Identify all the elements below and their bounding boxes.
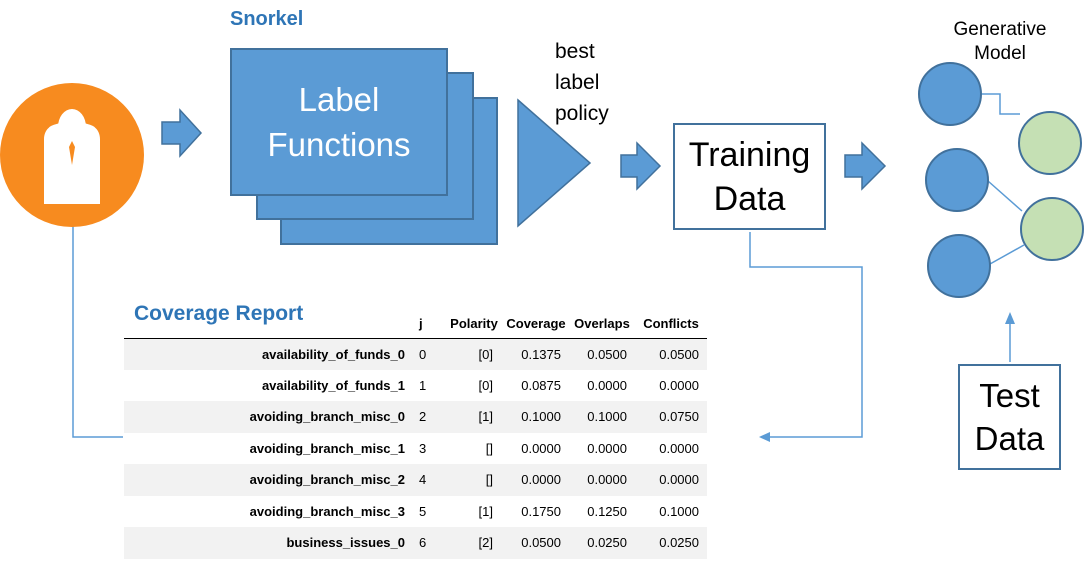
table-row: avoiding_branch_misc_3 5 [1] 0.1750 0.12… xyxy=(124,496,707,528)
expert-label: EXPERT xyxy=(52,164,92,174)
row-name: availability_of_funds_0 xyxy=(261,346,405,362)
test-data-line-2: Data xyxy=(974,420,1045,457)
row-conflicts: 0.0750 xyxy=(659,409,699,425)
coverage-report-table: j Polarity Coverage Overlaps Conflicts a… xyxy=(124,308,707,559)
row-overlaps: 0.0250 xyxy=(587,535,627,551)
header-polarity: Polarity xyxy=(450,315,498,331)
row-conflicts: 0.1000 xyxy=(659,503,699,519)
row-name: availability_of_funds_1 xyxy=(261,377,405,393)
policy-line-1: best xyxy=(555,40,595,63)
model-node-green-2 xyxy=(1020,197,1084,261)
test-data-line-1: Test xyxy=(979,377,1040,414)
coverage-report-title: Coverage Report xyxy=(134,302,304,325)
row-polarity: [0] xyxy=(478,346,493,362)
row-j: 5 xyxy=(419,503,427,519)
person-icon xyxy=(44,109,100,204)
row-name: avoiding_branch_misc_1 xyxy=(249,440,405,456)
row-conflicts: 0.0000 xyxy=(659,377,699,393)
row-name: avoiding_branch_misc_2 xyxy=(249,472,405,488)
coverage-header-row: j Polarity Coverage Overlaps Conflicts xyxy=(124,308,707,338)
header-conflicts: Conflicts xyxy=(643,315,699,331)
model-edge-1 xyxy=(982,93,1020,115)
row-polarity: [] xyxy=(485,472,493,488)
row-overlaps: 0.0000 xyxy=(587,440,627,456)
row-name: avoiding_branch_misc_0 xyxy=(249,409,405,425)
header-overlaps: Overlaps xyxy=(574,315,630,331)
training-data-box: Training Data xyxy=(673,123,826,230)
table-row: avoiding_branch_misc_0 2 [1] 0.1000 0.10… xyxy=(124,401,707,433)
row-j: 3 xyxy=(419,440,427,456)
row-conflicts: 0.0500 xyxy=(659,346,699,362)
best-label-policy-text: best label policy xyxy=(555,36,609,129)
training-data-line-2: Data xyxy=(713,179,786,218)
row-coverage: 0.0500 xyxy=(521,535,561,551)
table-row: business_issues_0 6 [2] 0.0500 0.0250 0.… xyxy=(124,527,707,559)
row-overlaps: 0.0000 xyxy=(587,472,627,488)
row-name: avoiding_branch_misc_3 xyxy=(249,503,405,519)
row-polarity: [1] xyxy=(478,409,493,425)
row-conflicts: 0.0000 xyxy=(659,472,699,488)
label-functions-card: Label Functions xyxy=(230,48,448,196)
arrow-expert-to-functions xyxy=(161,108,203,158)
table-row: avoiding_branch_misc_1 3 [] 0.0000 0.000… xyxy=(124,433,707,465)
row-polarity: [2] xyxy=(478,535,493,551)
row-conflicts: 0.0250 xyxy=(659,535,699,551)
test-data-box: Test Data xyxy=(958,364,1061,470)
label-functions-line-2: Functions xyxy=(267,126,411,163)
arrow-training-to-model xyxy=(844,141,887,191)
row-polarity: [0] xyxy=(478,377,493,393)
row-coverage: 0.0000 xyxy=(521,440,561,456)
generative-model-title: Generative Model xyxy=(940,18,1060,66)
label-functions-line-1: Label xyxy=(298,81,380,118)
connector-training-to-report xyxy=(749,232,863,438)
policy-line-2: label xyxy=(555,71,600,94)
model-node-blue-1 xyxy=(918,62,982,126)
row-conflicts: 0.0000 xyxy=(659,440,699,456)
table-row: availability_of_funds_0 0 [0] 0.1375 0.0… xyxy=(124,338,707,370)
row-polarity: [] xyxy=(485,440,493,456)
row-coverage: 0.0875 xyxy=(521,377,561,393)
header-j: j xyxy=(419,315,423,331)
model-node-blue-2 xyxy=(925,148,989,212)
arrow-policy-to-training xyxy=(620,141,662,191)
row-coverage: 0.0000 xyxy=(521,472,561,488)
connector-training-arrowhead xyxy=(759,432,770,442)
header-coverage: Coverage xyxy=(506,315,566,331)
row-overlaps: 0.1250 xyxy=(587,503,627,519)
snorkel-title: Snorkel xyxy=(230,8,304,30)
generative-model-line-1: Generative xyxy=(953,19,1047,40)
expert-avatar xyxy=(0,83,144,227)
table-row: availability_of_funds_1 1 [0] 0.0875 0.0… xyxy=(124,370,707,402)
table-row: avoiding_branch_misc_2 4 [] 0.0000 0.000… xyxy=(124,464,707,496)
row-overlaps: 0.1000 xyxy=(587,409,627,425)
row-coverage: 0.1000 xyxy=(521,409,561,425)
row-coverage: 0.1750 xyxy=(521,503,561,519)
row-j: 6 xyxy=(419,535,427,551)
row-overlaps: 0.0000 xyxy=(587,377,627,393)
connector-test-arrowhead xyxy=(1005,312,1015,324)
generative-model-line-2: Model xyxy=(974,43,1026,64)
row-overlaps: 0.0500 xyxy=(587,346,627,362)
model-edge-3 xyxy=(989,244,1025,265)
policy-line-3: policy xyxy=(555,102,609,125)
row-j: 2 xyxy=(419,409,427,425)
model-edge-2 xyxy=(987,180,1023,212)
model-node-blue-3 xyxy=(927,234,991,298)
model-node-green-1 xyxy=(1018,111,1082,175)
row-j: 1 xyxy=(419,377,427,393)
row-j: 4 xyxy=(419,472,427,488)
row-j: 0 xyxy=(419,346,427,362)
row-coverage: 0.1375 xyxy=(521,346,561,362)
row-polarity: [1] xyxy=(478,503,493,519)
policy-triangle xyxy=(517,98,592,228)
training-data-line-1: Training xyxy=(688,135,811,174)
row-name: business_issues_0 xyxy=(286,535,405,551)
connector-report-to-expert xyxy=(72,224,123,438)
